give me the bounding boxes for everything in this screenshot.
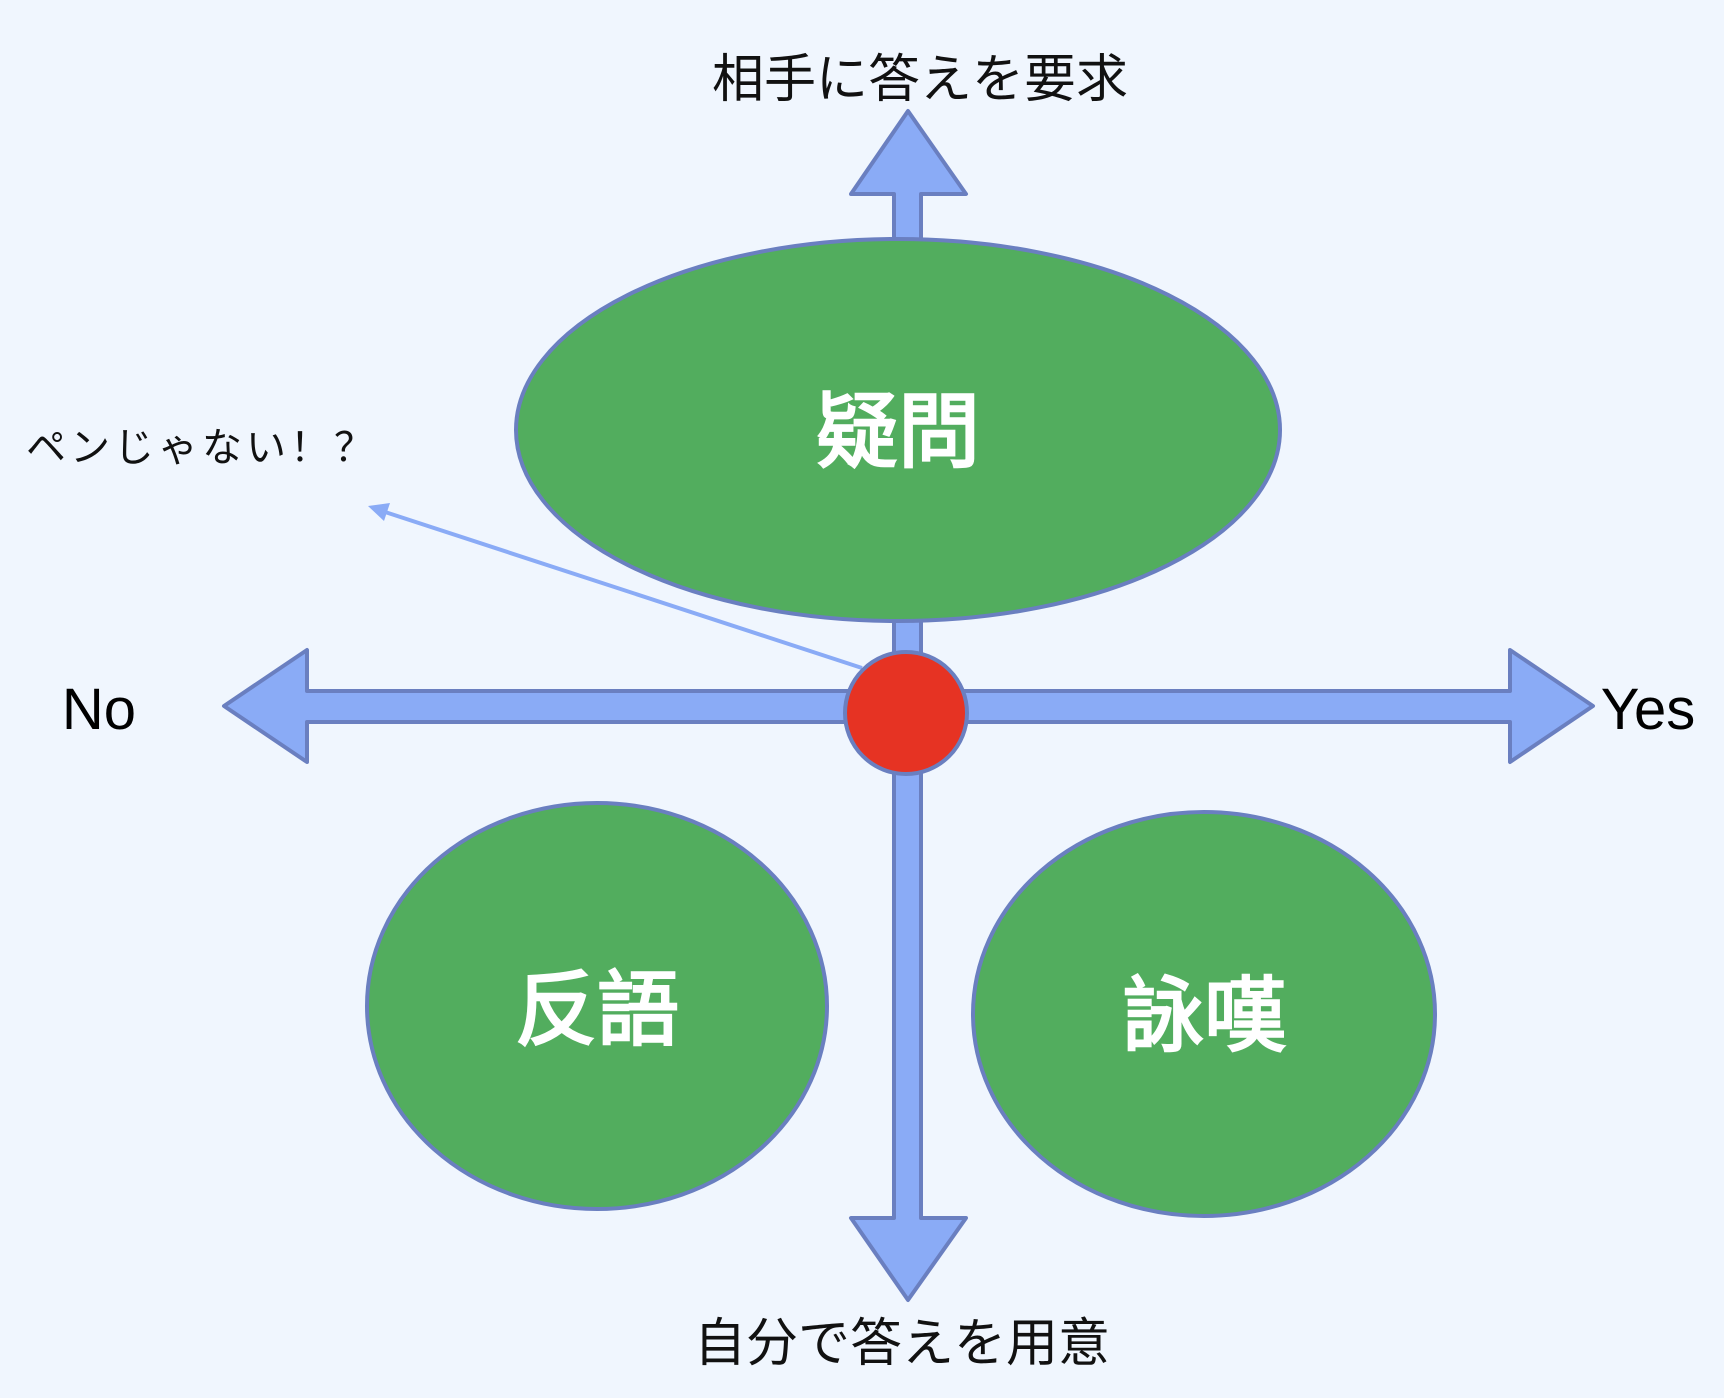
- oval-question: [514, 237, 1282, 623]
- callout-text: ペンじゃない！？: [26, 425, 378, 471]
- callout-line: [381, 509, 863, 670]
- axis-right-label: Yes: [1601, 677, 1696, 742]
- oval-question-label: 疑問: [816, 385, 980, 480]
- oval-exclamation: [971, 810, 1437, 1218]
- axis-bottom-label: 自分で答えを用意: [694, 1314, 1110, 1374]
- center-dot: [843, 650, 969, 776]
- axis-top-label: 相手に答えを要求: [712, 50, 1128, 110]
- oval-rhetorical-label: 反語: [515, 963, 679, 1058]
- oval-exclamation-label: 詠嘆: [1122, 969, 1287, 1064]
- callout-arrowhead: [368, 503, 390, 521]
- oval-rhetorical: [365, 801, 829, 1211]
- axis-left-label: No: [62, 677, 136, 742]
